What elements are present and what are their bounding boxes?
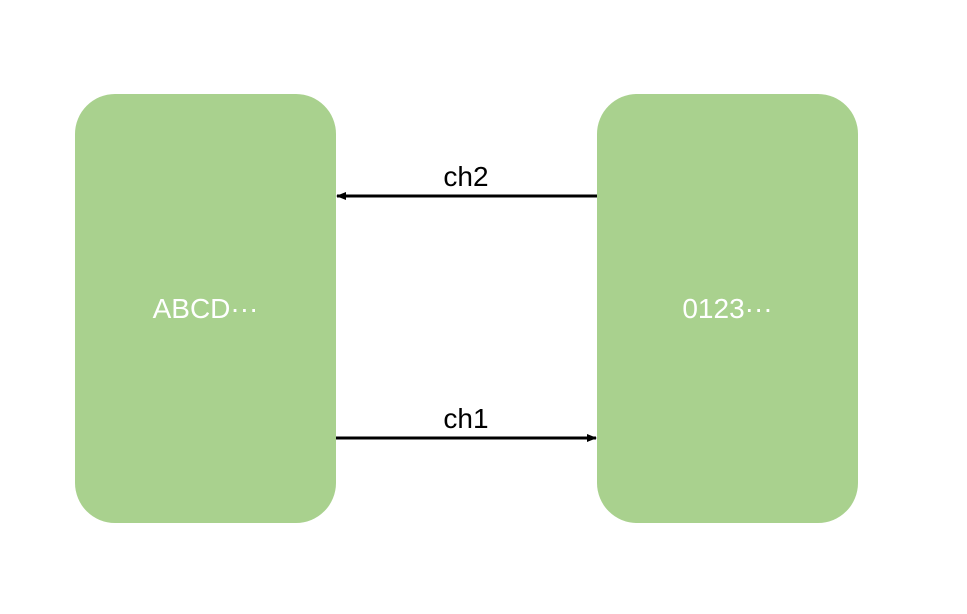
edge-label-ch1: ch1: [443, 403, 488, 434]
node-right-label: 0123···: [682, 292, 773, 324]
node-left: ABCD···: [75, 94, 336, 523]
node-right: 0123···: [597, 94, 858, 523]
edge-label-ch2: ch2: [443, 161, 488, 192]
node-left-label: ABCD···: [152, 292, 259, 324]
